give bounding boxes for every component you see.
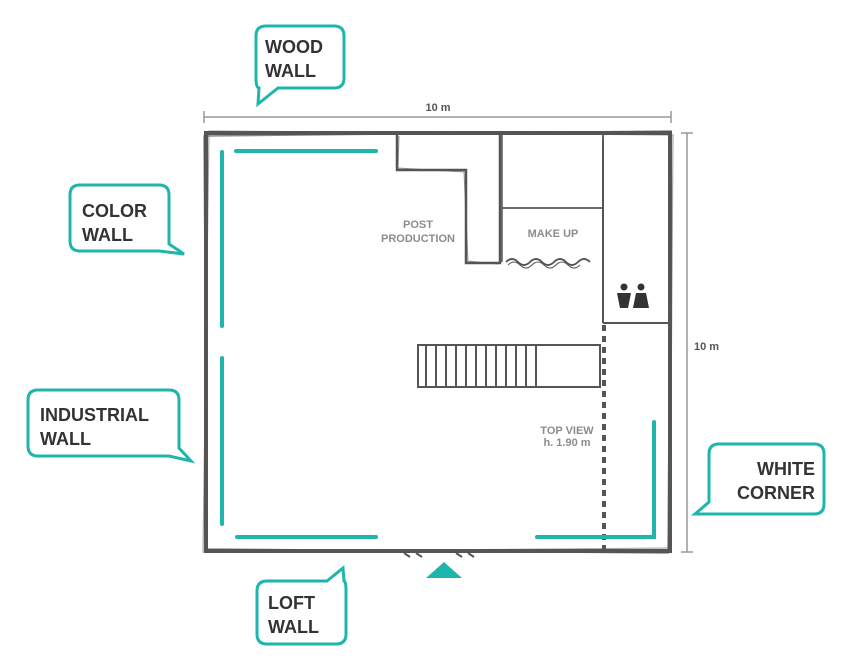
svg-text:COLOR: COLOR (82, 201, 147, 221)
stairs (417, 344, 601, 388)
svg-text:WALL: WALL (265, 61, 316, 81)
post-production-label-2: PRODUCTION (381, 233, 455, 245)
callout-industrial-wall: INDUSTRIAL WALL (26, 388, 196, 464)
callout-color-wall: COLOR WALL (68, 183, 185, 256)
make-up-label: MAKE UP (528, 228, 579, 240)
entrance-arrow-icon (426, 562, 462, 578)
svg-text:LOFT: LOFT (268, 593, 315, 613)
svg-text:WALL: WALL (268, 617, 319, 637)
feature-walls (220, 149, 656, 539)
callout-loft-wall: LOFT WALL (255, 565, 348, 646)
height-label: 10 m (694, 341, 719, 353)
entrance (403, 552, 475, 578)
svg-text:WALL: WALL (82, 225, 133, 245)
top-view-label: TOP VIEW (540, 425, 594, 437)
svg-text:CORNER: CORNER (737, 483, 815, 503)
svg-text:WHITE: WHITE (757, 459, 815, 479)
post-production-label-1: POST (403, 219, 433, 231)
svg-text:INDUSTRIAL: INDUSTRIAL (40, 405, 149, 425)
svg-text:WALL: WALL (40, 429, 91, 449)
restroom-icon (617, 283, 649, 308)
callout-wood-wall: WOOD WALL (254, 24, 346, 108)
white-corner-line (535, 420, 656, 539)
top-view-height-label: h. 1.90 m (543, 437, 590, 449)
callout-white-corner: WHITE CORNER (690, 442, 826, 516)
outer-walls (202, 130, 674, 554)
make-up-room (501, 135, 604, 269)
width-label: 10 m (425, 102, 450, 114)
post-production-room (395, 135, 502, 265)
height-dimension: 10 m (681, 132, 719, 553)
width-dimension: 10 m (203, 100, 672, 123)
svg-text:WOOD: WOOD (265, 37, 323, 57)
restroom-room (602, 140, 668, 324)
